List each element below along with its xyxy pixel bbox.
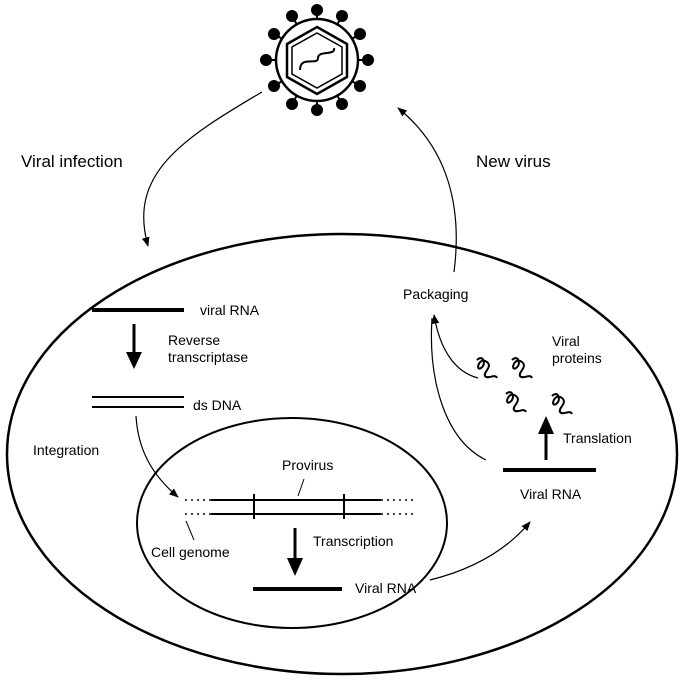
protein-icon	[476, 357, 498, 379]
label-ds-dna: ds DNA	[193, 397, 242, 413]
label-translation: Translation	[563, 430, 632, 446]
label-provirus: Provirus	[282, 457, 333, 473]
cell-membrane	[5, 232, 679, 676]
label-viral-infection: Viral infection	[21, 152, 123, 171]
packaging-arrow-from-rna	[430, 317, 487, 461]
viral-proteins	[476, 357, 573, 415]
protein-icon	[551, 393, 573, 415]
protein-icon	[511, 357, 533, 379]
virus-particle	[260, 4, 374, 116]
ds-dna-strands	[92, 396, 184, 408]
new-virus-arrow	[397, 107, 457, 273]
provirus-pointer	[297, 478, 305, 497]
label-transcription: Transcription	[313, 533, 393, 549]
label-reverse: Reverse	[168, 332, 220, 348]
infection-arrow	[141, 91, 263, 247]
reverse-transcription-arrow	[126, 324, 142, 369]
virus-genome-squiggle	[299, 47, 336, 71]
packaging-arrow-from-proteins	[431, 314, 479, 379]
export-arrow	[429, 521, 531, 581]
virus-capsid-inner	[291, 32, 343, 89]
integration-arrow	[135, 415, 179, 498]
label-nucleus-viral-rna: Viral RNA	[355, 580, 417, 596]
label-cytoplasm-viral-rna: Viral RNA	[520, 486, 582, 502]
label-integration: Integration	[33, 442, 99, 458]
cell-genome-pointer	[185, 520, 195, 541]
provirus-dna	[185, 494, 414, 519]
label-proteins: proteins	[552, 350, 602, 366]
protein-icon	[505, 391, 527, 413]
nucleus	[136, 417, 448, 629]
label-cell-genome: Cell genome	[151, 544, 230, 560]
label-viral: Viral	[552, 333, 580, 349]
translation-arrow	[538, 416, 554, 460]
label-transcriptase: transcriptase	[168, 349, 248, 365]
label-viral-rna: viral RNA	[200, 302, 260, 318]
transcription-arrow	[287, 528, 303, 576]
label-packaging: Packaging	[403, 286, 468, 302]
label-new-virus: New virus	[476, 152, 551, 171]
